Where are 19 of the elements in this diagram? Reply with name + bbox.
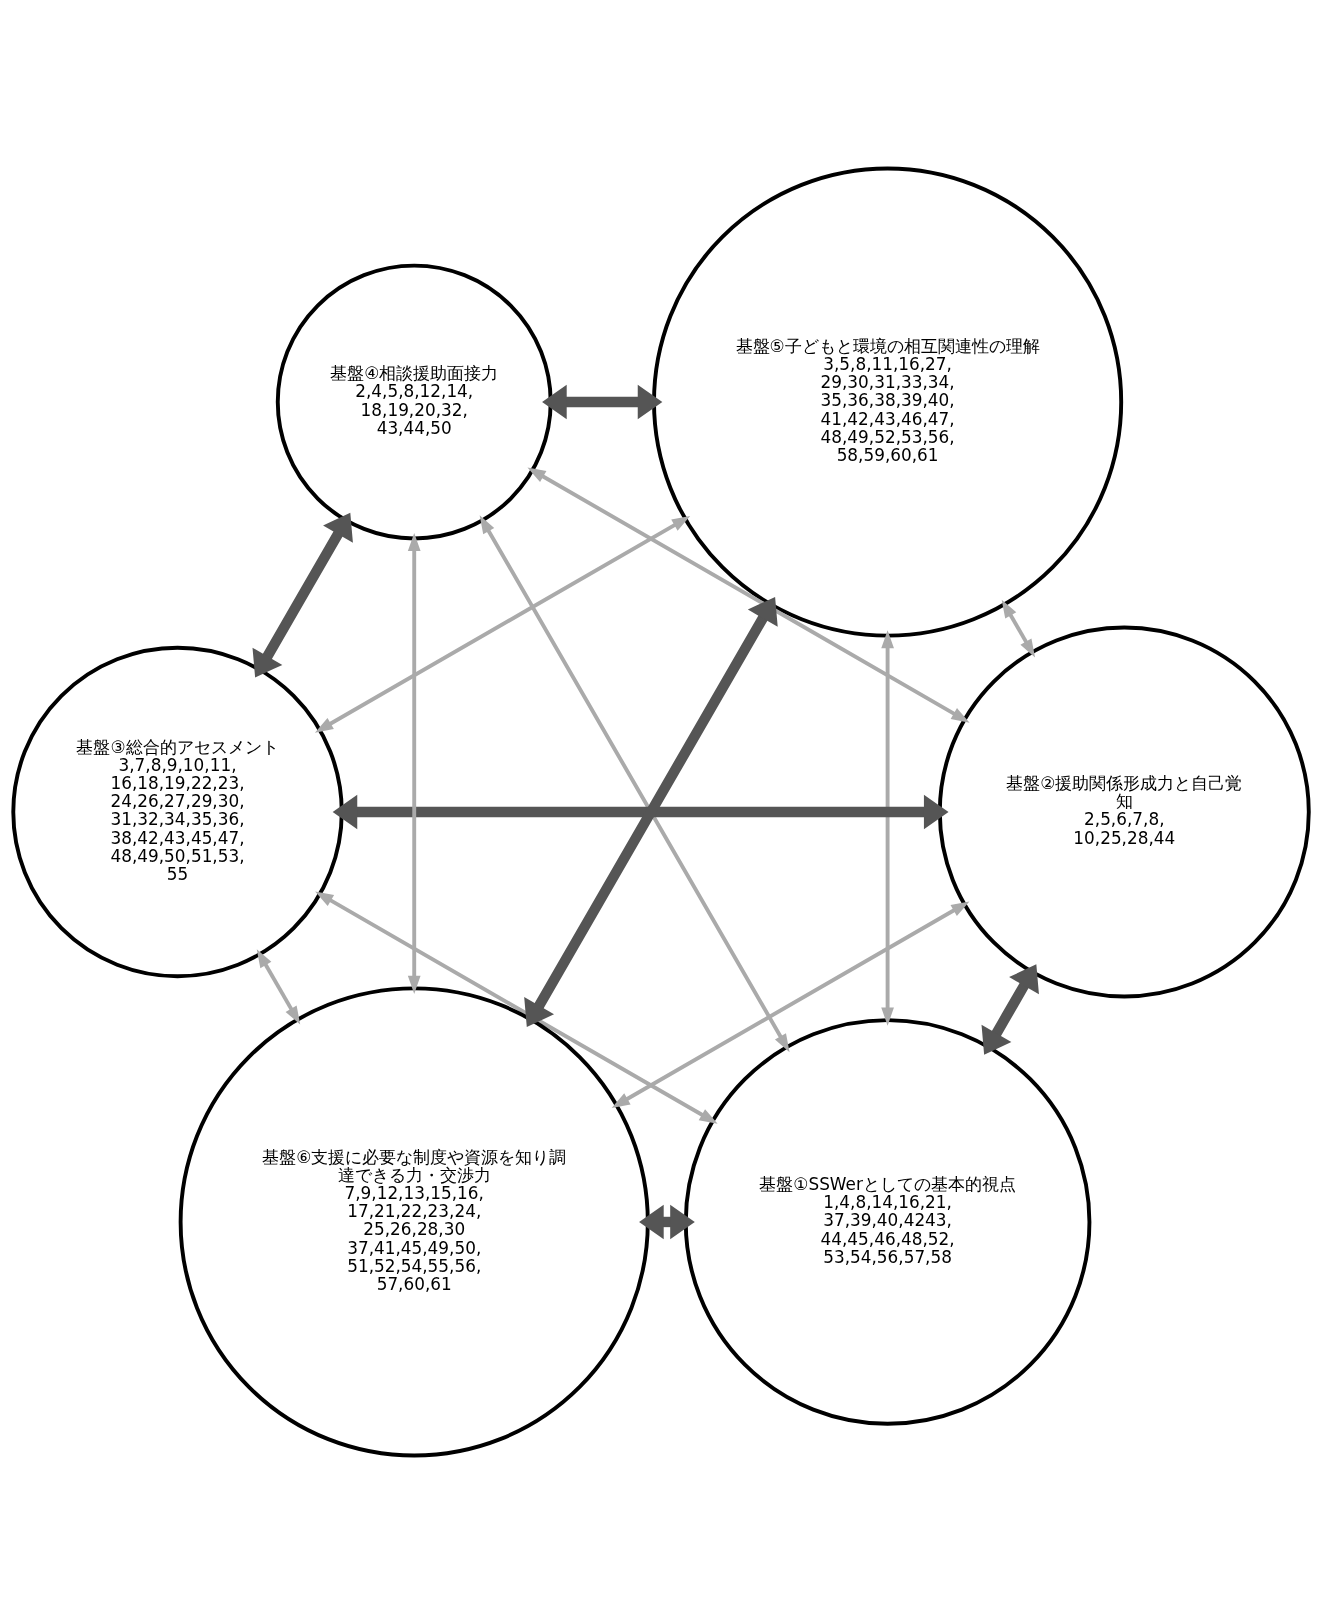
- arrow: [524, 596, 778, 1027]
- arrow: [542, 384, 663, 420]
- arrow: [314, 516, 691, 733]
- arrow: [479, 515, 790, 1053]
- arrow: [611, 901, 970, 1108]
- node-circle: 基盤①SSWerとしての基本的視点 1,4,8,14,16,21,37,39,40,4243,44,45,46,48,52,53,54,56,57,58: [683, 1018, 1092, 1426]
- node-circle: 基盤⑥支援に必要な制度や資源を知り調達できる力・交渉力 7,9,12,13,15,16,17,21,22,23,24,25,26,28,30 37,41,45,49,50,51,52,54,55,56,57,60,61: [178, 986, 650, 1458]
- arrow: [252, 512, 353, 678]
- node-circle: 基盤②援助関係形成力と自己覚知 2,5,6,7,8,10,25,28,44: [937, 625, 1311, 999]
- arrow: [639, 1204, 695, 1240]
- arrow: [332, 794, 949, 830]
- arrow: [527, 467, 970, 723]
- arrow: [981, 964, 1039, 1055]
- arrow: [407, 532, 421, 994]
- arrow: [315, 891, 718, 1124]
- node-circle: 基盤⑤子どもと環境の相互関連性の理解 3,5,8,11,16,27,29,30,31,33,34,35,36,38,39,40,41,42,43,46,47,48,49,52,53,56,58,59,60,61: [652, 166, 1124, 638]
- arrow: [881, 630, 894, 1026]
- arrow: [1001, 599, 1036, 658]
- arrow: [256, 949, 301, 1025]
